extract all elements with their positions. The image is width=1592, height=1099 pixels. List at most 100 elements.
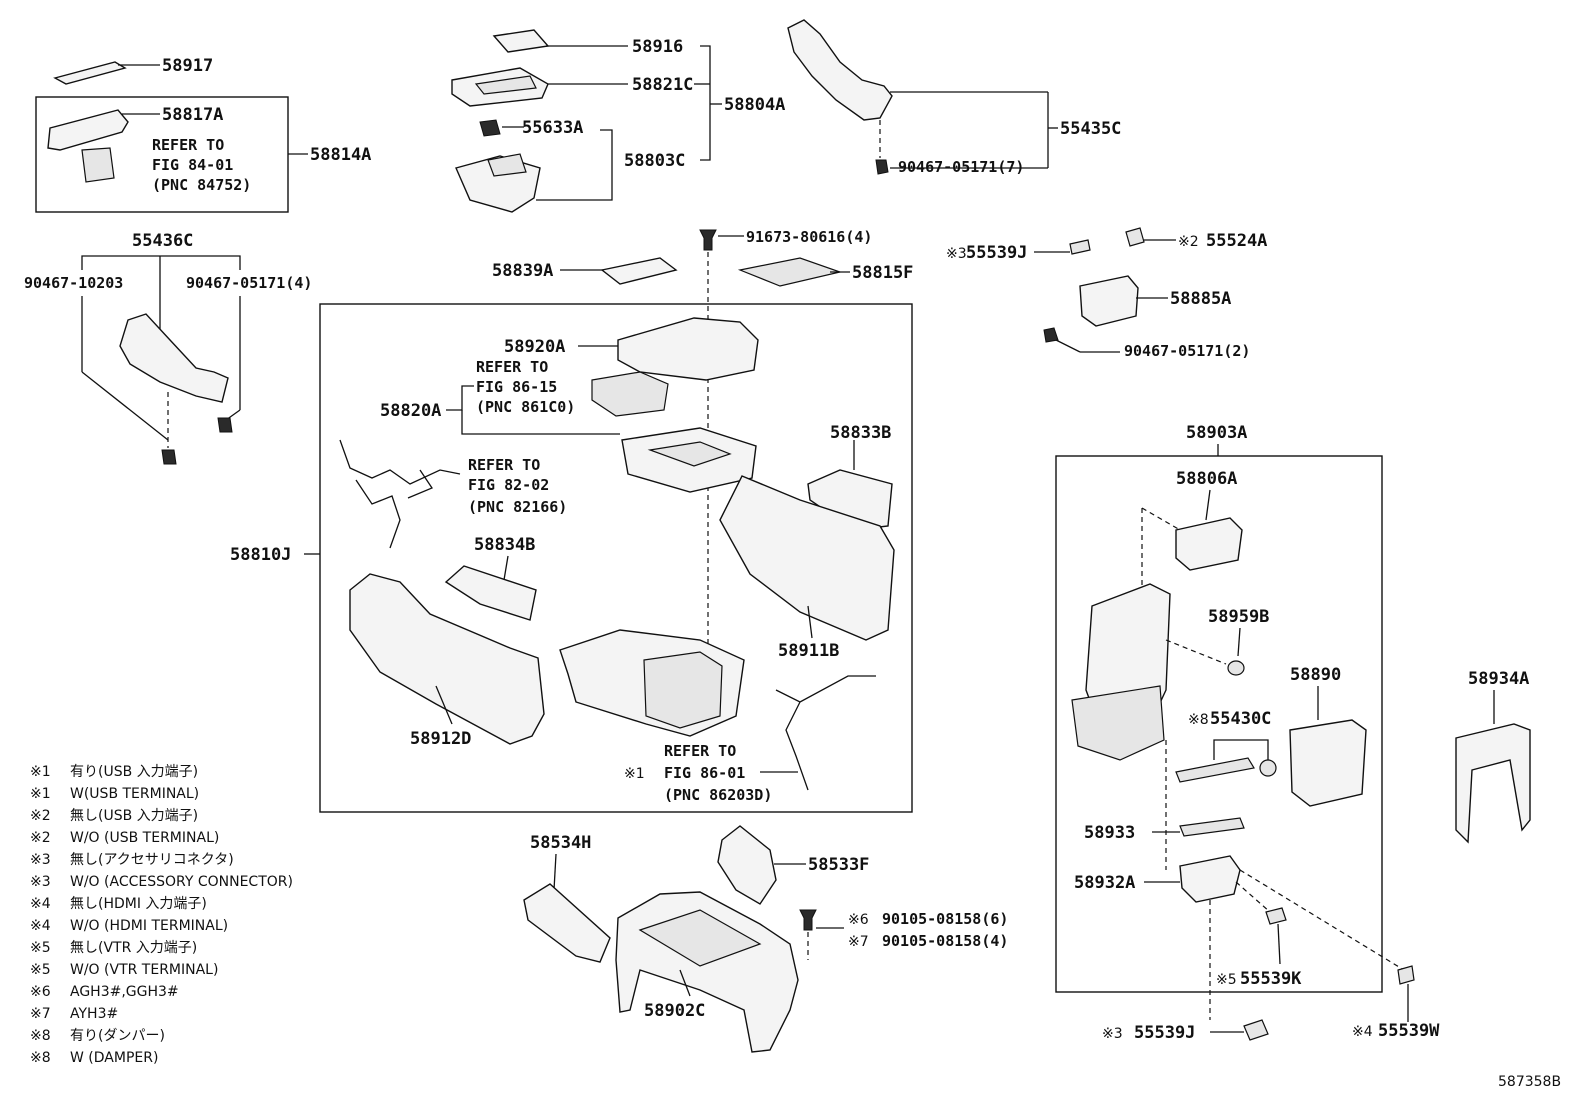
ref-82-line2[interactable]: FIG 82-02 [468, 476, 549, 494]
legend-text: 有り(ダンパー) [70, 1028, 165, 1044]
label-58821C[interactable]: 58821C [632, 75, 693, 95]
label-58820A[interactable]: 58820A [380, 401, 441, 421]
label-58533F[interactable]: 58533F [808, 855, 869, 875]
label-55435C[interactable]: 55435C [1060, 119, 1121, 139]
part-group-bottom-centre: 58534H 58533F ※6 90105-08158(6) ※7 90105… [523, 825, 1008, 1053]
label-90467-05171-7[interactable]: 90467-05171(7) [898, 158, 1024, 176]
label-58806A[interactable]: 58806A [1176, 469, 1237, 489]
label-58932A[interactable]: 58932A [1074, 873, 1135, 893]
label-58917[interactable]: 58917 [162, 56, 213, 76]
label-58815F[interactable]: 58815F [852, 263, 913, 283]
mark-3-bottom: ※3 [1102, 1026, 1123, 1042]
label-58933[interactable]: 58933 [1084, 823, 1135, 843]
clip-90467-05171-2 [1043, 327, 1059, 343]
part-55524A-shape [1125, 227, 1145, 247]
label-90105-08158-6[interactable]: 90105-08158(6) [882, 910, 1008, 928]
part-group-55436C: 55436C 90467-10203 90467-05171(4) [24, 231, 312, 465]
legend-text: W/O (USB TERMINAL) [70, 830, 219, 846]
diagram-id: 587358B [1498, 1074, 1561, 1090]
label-58890[interactable]: 58890 [1290, 665, 1341, 685]
ref-86-15-line1: REFER TO [476, 358, 548, 376]
label-58902C[interactable]: 58902C [644, 1001, 705, 1021]
legend-text: 無し(USB 入力端子) [70, 808, 198, 824]
clip-90467-05171-4 [217, 417, 233, 433]
part-group-55435C: 55435C 90467-05171(7) [787, 19, 1121, 176]
label-58804A[interactable]: 58804A [724, 95, 785, 115]
label-90467-05171-4[interactable]: 90467-05171(4) [186, 274, 312, 292]
part-group-58885A: ※3 55539J ※2 55524A 58885A 90467-05171(2… [946, 227, 1267, 360]
legend-mark: ※8 [30, 1050, 51, 1066]
label-55436C[interactable]: 55436C [132, 231, 193, 251]
label-90467-05171-2[interactable]: 90467-05171(2) [1124, 342, 1250, 360]
part-harness-82166-shape [339, 439, 461, 485]
label-58817A[interactable]: 58817A [162, 105, 223, 125]
label-58534H[interactable]: 58534H [530, 833, 591, 853]
label-58920A[interactable]: 58920A [504, 337, 565, 357]
part-group-58817A: 58817A REFER TO FIG 84-01 (PNC 84752) 58… [47, 105, 371, 194]
legend-text: 有り(USB 入力端子) [70, 764, 198, 780]
legend-mark: ※1 [30, 786, 51, 802]
label-55539J-top[interactable]: 55539J [966, 243, 1027, 263]
ref-84-line2[interactable]: FIG 84-01 [152, 156, 233, 174]
part-55430C-shape [1175, 757, 1255, 783]
ref-86-01-line2[interactable]: FIG 86-01 [664, 764, 745, 782]
mark-5: ※5 [1216, 972, 1237, 988]
label-58959B[interactable]: 58959B [1208, 607, 1269, 627]
legend-mark: ※6 [30, 984, 51, 1000]
ref-86-15-line2[interactable]: FIG 86-15 [476, 378, 557, 396]
label-55524A[interactable]: 55524A [1206, 231, 1267, 251]
label-55539J-bottom[interactable]: 55539J [1134, 1023, 1195, 1043]
legend-text: 無し(HDMI 入力端子) [70, 896, 207, 912]
label-58885A[interactable]: 58885A [1170, 289, 1231, 309]
legend-mark: ※3 [30, 852, 51, 868]
part-58533F-shape [717, 825, 777, 905]
part-58890-shape [1289, 719, 1367, 807]
label-90467-10203[interactable]: 90467-10203 [24, 274, 123, 292]
label-55539W[interactable]: 55539W [1378, 1021, 1440, 1041]
part-58815F-shape [737, 257, 843, 287]
part-58833B-shape [807, 469, 893, 531]
clip-90467-10203 [161, 449, 177, 465]
part-harness-86203D-shape [775, 675, 876, 791]
mark-7: ※7 [848, 934, 869, 950]
label-58810J[interactable]: 58810J [230, 545, 291, 565]
legend-mark: ※1 [30, 764, 51, 780]
bolt-90105-08158 [799, 909, 817, 931]
mark-1: ※1 [624, 766, 645, 782]
legend-text: 無し(アクセサリコネクタ) [70, 852, 234, 868]
part-58959B-shape [1227, 660, 1245, 676]
ref-86-01-line3: (PNC 86203D) [664, 786, 772, 804]
label-58903A[interactable]: 58903A [1186, 423, 1247, 443]
label-55430C[interactable]: 55430C [1210, 709, 1271, 729]
legend-text: W (DAMPER) [70, 1050, 158, 1066]
ref-82-line3: (PNC 82166) [468, 498, 567, 516]
label-58833B[interactable]: 58833B [830, 423, 891, 443]
label-55539K[interactable]: 55539K [1240, 969, 1302, 989]
label-90105-08158-4[interactable]: 90105-08158(4) [882, 932, 1008, 950]
legend-mark: ※4 [30, 918, 51, 934]
ref-84-line1: REFER TO [152, 136, 224, 154]
part-58932A-shape [1179, 855, 1241, 903]
mark-4: ※4 [1352, 1024, 1373, 1040]
label-58916[interactable]: 58916 [632, 37, 683, 57]
label-58912D[interactable]: 58912D [410, 729, 471, 749]
label-58834B[interactable]: 58834B [474, 535, 535, 555]
label-55633A[interactable]: 55633A [522, 118, 583, 138]
part-58920A-shape [617, 317, 759, 381]
label-58803C[interactable]: 58803C [624, 151, 685, 171]
legend-mark: ※8 [30, 1028, 51, 1044]
label-58911B[interactable]: 58911B [778, 641, 839, 661]
mark-6: ※6 [848, 912, 869, 928]
label-91673-80616-4[interactable]: 91673-80616(4) [746, 228, 872, 246]
part-usb-unit-shape [81, 147, 115, 183]
legend-text: W/O (HDMI TERMINAL) [70, 918, 228, 934]
legend-text: W/O (VTR TERMINAL) [70, 962, 218, 978]
clip-90467-05171-7 [875, 159, 889, 175]
label-58814A[interactable]: 58814A [310, 145, 371, 165]
label-58839A[interactable]: 58839A [492, 261, 553, 281]
label-58934A[interactable]: 58934A [1468, 669, 1529, 689]
ref-86-15-line3: (PNC 861C0) [476, 398, 575, 416]
